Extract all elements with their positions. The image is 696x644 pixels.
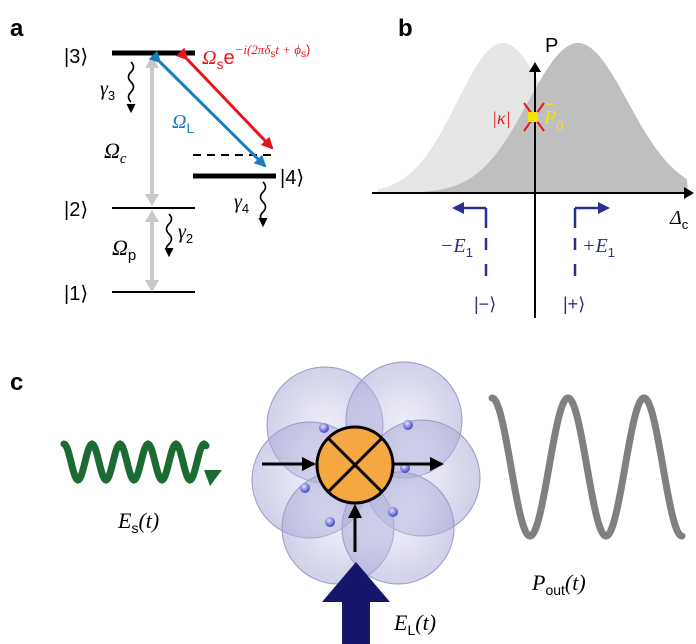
atom xyxy=(319,423,329,433)
decay-gamma2-squiggle xyxy=(165,213,173,251)
atom xyxy=(403,420,413,430)
laser-beam-arrowhead xyxy=(322,562,390,602)
y-axis-label: P xyxy=(545,35,558,57)
omega-l-label: ΩL xyxy=(172,111,194,136)
input-signal-label: Es(t) xyxy=(117,508,159,536)
level-1-label: |1⟩ xyxy=(64,283,88,305)
panel-a: a |3⟩ |4⟩ |2⟩ |1⟩ Ωc Ωp γ3 γ4 γ2 xyxy=(10,15,310,305)
level-3-label: |3⟩ xyxy=(64,46,88,68)
omega-p-label: Ωp xyxy=(112,235,136,264)
probe-arrowhead-up xyxy=(145,210,159,222)
x-axis-label: Δc xyxy=(669,207,689,232)
omega-s-arrow xyxy=(175,47,274,150)
atom xyxy=(388,507,398,517)
decay-gamma4-squiggle xyxy=(259,181,267,221)
gamma2-label: γ2 xyxy=(178,221,193,246)
y-axis-arrowhead xyxy=(529,62,541,72)
cross-line-b xyxy=(326,436,384,494)
panel-b: b P Δc |κ| P0 −E1 xyxy=(372,15,694,318)
coupling-c-arrowhead-up xyxy=(145,56,159,68)
atom xyxy=(325,517,335,527)
p0-label: P0 xyxy=(543,107,563,133)
operating-point-marker xyxy=(528,112,538,122)
panel-c-letter: c xyxy=(10,369,23,396)
laser-label: EL(t) xyxy=(393,610,436,638)
decay-gamma3-arrowhead xyxy=(126,103,136,114)
laser-beam-shaft xyxy=(342,598,370,644)
atom xyxy=(300,483,310,493)
decay-gamma2-arrowhead xyxy=(164,247,174,258)
minus-marker-arrowhead xyxy=(452,202,464,214)
output-signal-label: Pout(t) xyxy=(531,570,586,598)
gamma4-label: γ4 xyxy=(234,191,249,216)
panel-b-letter: b xyxy=(398,15,413,42)
decay-gamma4-arrowhead xyxy=(258,217,268,228)
plus-marker-arrowhead xyxy=(598,202,610,214)
state-minus-label: |−⟩ xyxy=(474,294,496,314)
decay-gamma3-squiggle xyxy=(127,61,135,103)
probe-arrowhead-down xyxy=(145,280,159,292)
level-2-label: |2⟩ xyxy=(64,199,88,221)
minus-e1-label: −E1 xyxy=(440,235,473,260)
omega-s-label: Ωse−i(2πδst + ϕs) xyxy=(202,42,310,72)
input-signal-wave xyxy=(60,440,210,484)
gamma3-label: γ3 xyxy=(100,78,115,103)
state-plus-label: |+⟩ xyxy=(563,294,585,314)
x-axis-arrowhead xyxy=(684,187,694,199)
kappa-label: |κ| xyxy=(492,108,511,128)
input-signal-arrowhead xyxy=(204,470,222,486)
panel-c: c Es(t) EL(t) xyxy=(10,361,686,644)
plus-marker xyxy=(573,206,600,276)
level-4-label: |4⟩ xyxy=(280,167,304,189)
panel-a-letter: a xyxy=(10,15,24,42)
minus-marker xyxy=(462,206,488,276)
omega-c-label: Ωc xyxy=(104,138,127,167)
output-signal-wave xyxy=(488,394,686,540)
plus-e1-label: +E1 xyxy=(582,235,615,260)
coupling-c-arrowhead-down xyxy=(145,194,159,206)
